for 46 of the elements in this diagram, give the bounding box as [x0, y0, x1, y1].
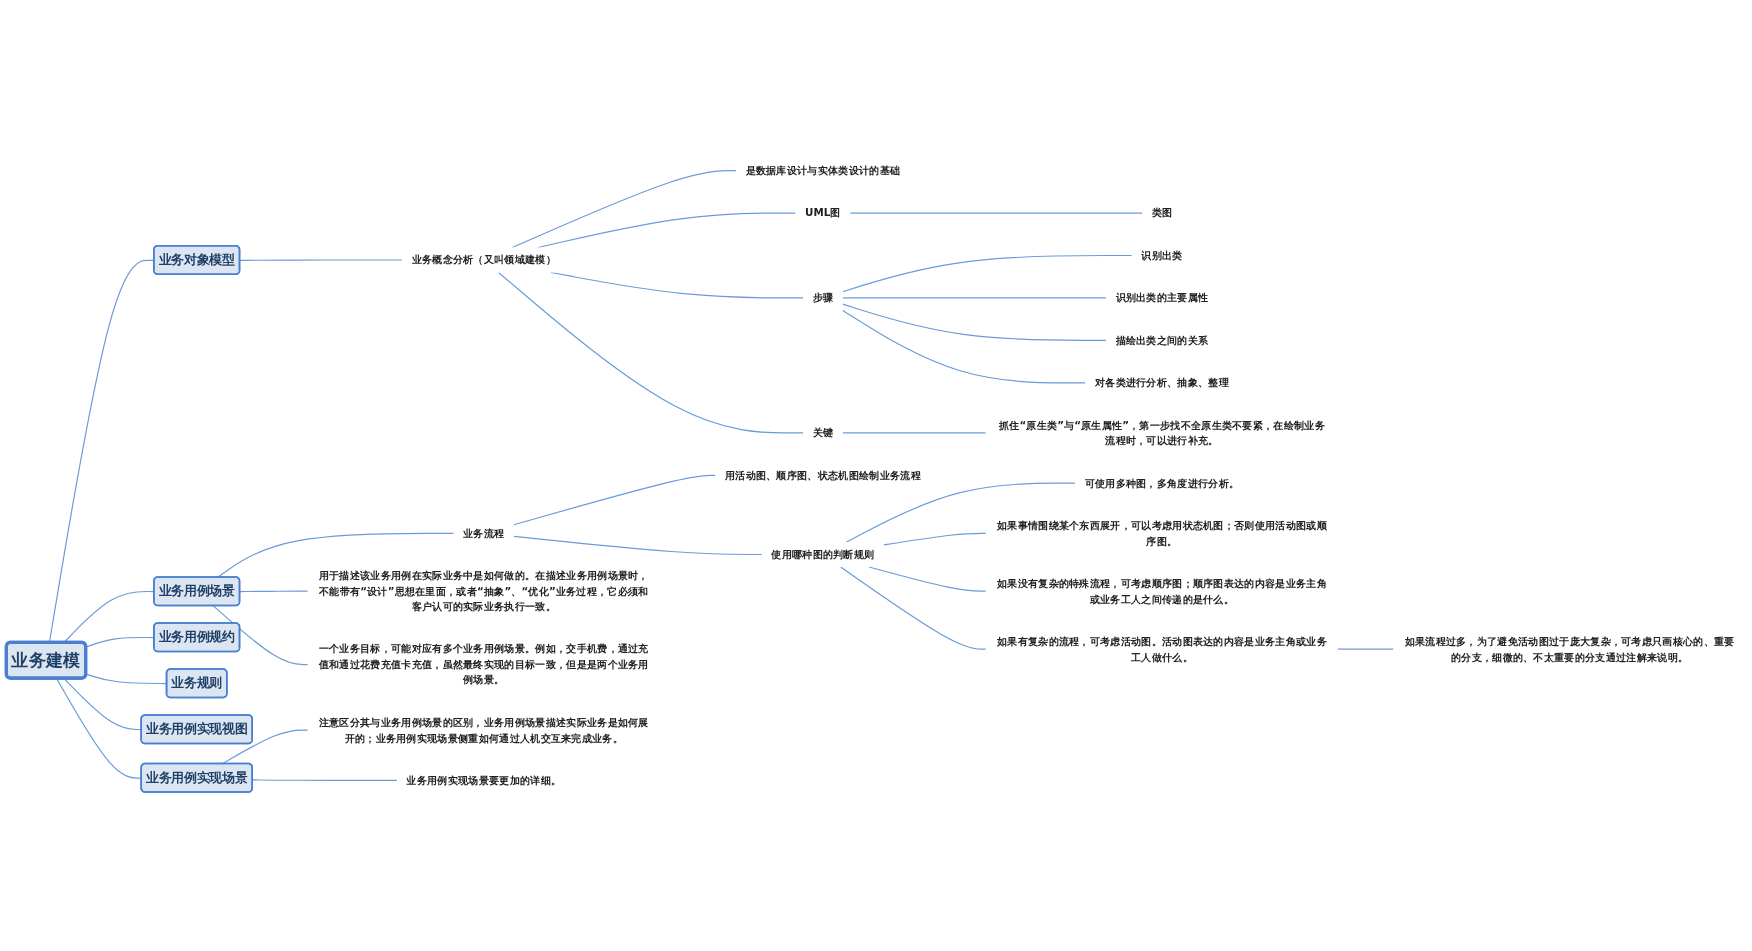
- node-text: 步骤: [812, 291, 834, 304]
- node-text: UML图: [805, 206, 841, 219]
- node-text: 类图: [1151, 206, 1173, 219]
- connector: [212, 605, 309, 666]
- node-text: 用于描述该业务用例在实际业务中是如何做的。在描述业务用例场景时，不能带有“设计”思想在里面，或者“抽象”、“优化”业务过程，它必须和客户认可的实际业务执行一致。: [318, 569, 649, 613]
- connector: [511, 170, 737, 249]
- connector: [842, 297, 1107, 299]
- node-text: 一个业务目标，可能对应有多个业务用例场景。例如，交手机费，通过充值和通过花费充值卡充值，虽然最终实现的目标一致，但是是两个业务用例场景。: [318, 642, 649, 686]
- connector: [883, 532, 987, 546]
- connector: [239, 259, 403, 261]
- node-text: 业务流程: [463, 527, 505, 540]
- connector: [239, 590, 309, 593]
- node-text: 如果流程过多，为了避免活动图过于庞大复杂，可考虑只画核心的、重要的分支，细微的、不太重要的分支通过注解来说明。: [1404, 635, 1735, 663]
- node-text: 对各类进行分析、抽象、整理: [1094, 376, 1229, 389]
- node-text: 用活动图、顺序图、状态机图绘制业务流程: [724, 469, 921, 482]
- node-text: 抓住“原生类”与“原生属性”，第一步找不全原生类不要紧，在绘制业务流程时，可以进行补充。: [998, 419, 1325, 447]
- connector: [513, 474, 716, 526]
- node-text: 识别出类: [1141, 249, 1183, 262]
- connector: [868, 566, 987, 592]
- node-text: 如果有复杂的流程，可考虑活动图。活动图表达的内容是业务主角或业务工人做什么。: [996, 635, 1327, 663]
- node-text: 使用哪种图的判断规则: [771, 548, 875, 561]
- node-text: 关键: [812, 426, 834, 439]
- node-text: 识别出类的主要属性: [1115, 291, 1209, 304]
- connector: [1337, 648, 1395, 650]
- node-text: 如果事情围绕某个东西展开，可以考虑用状态机图；否则使用活动图或顺序图。: [996, 519, 1327, 547]
- connector: [842, 309, 1086, 384]
- connector: [842, 303, 1107, 341]
- connector: [252, 779, 398, 781]
- node-text: 可使用多种图，多角度进行分析。: [1084, 476, 1240, 489]
- node-text: 业务用例实现场景要更加的详细。: [406, 774, 562, 787]
- connector: [842, 432, 987, 434]
- connector: [221, 729, 309, 765]
- node-text: 业务概念分析（又叫领域建模）: [411, 253, 556, 266]
- node-text: 如果没有复杂的特殊流程，可考虑顺序图；顺序图表达的内容是业务主角或业务工人之间传递的是什么。: [996, 577, 1327, 605]
- node-text: 是数据库设计与实体类设计的基础: [745, 164, 901, 177]
- connector: [840, 566, 987, 650]
- node-text: 注意区分其与业务用例场景的区别，业务用例场景描述实际业务是如何展开的；业务用例实现场景侧重如何通过人机交互来完成业务。: [318, 716, 649, 744]
- connector: [849, 212, 1143, 214]
- connector: [842, 254, 1133, 293]
- node-text: 描绘出类之间的关系: [1115, 334, 1209, 347]
- connector: [537, 212, 797, 249]
- connector: [513, 535, 763, 556]
- connector: [845, 482, 1076, 543]
- connector: [550, 271, 804, 299]
- connector: [497, 271, 804, 434]
- connector: [217, 532, 455, 578]
